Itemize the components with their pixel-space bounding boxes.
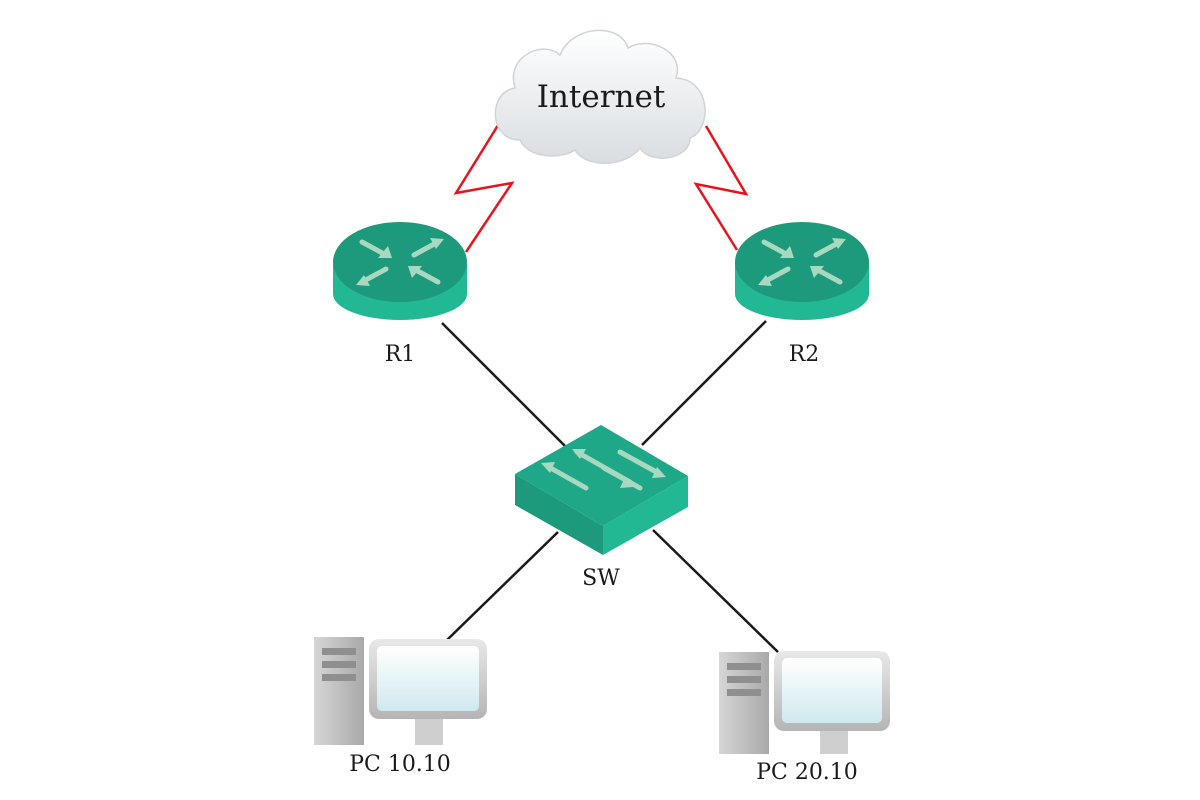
router-label-r2: R2 — [789, 342, 820, 367]
pc-label-1: PC 10.10 — [349, 752, 451, 777]
desktop-computer-icon — [719, 651, 890, 754]
switch-label: SW — [582, 566, 620, 591]
link-switch-pc2 — [652, 529, 779, 653]
link-r2-switch — [641, 320, 767, 446]
wan-link-r2 — [693, 125, 749, 251]
pc-label-2: PC 20.10 — [756, 760, 858, 785]
link-switch-pc1 — [446, 531, 559, 641]
internet-cloud-icon — [494, 29, 706, 164]
router-label-r1: R1 — [385, 342, 416, 367]
wan-link-r1 — [453, 121, 515, 253]
switch-icon — [515, 425, 688, 555]
desktop-computer-icon — [314, 637, 487, 745]
link-r1-switch — [441, 322, 567, 448]
cloud-label: Internet — [537, 79, 666, 115]
router-icon — [333, 222, 467, 320]
router-icon — [735, 222, 869, 320]
